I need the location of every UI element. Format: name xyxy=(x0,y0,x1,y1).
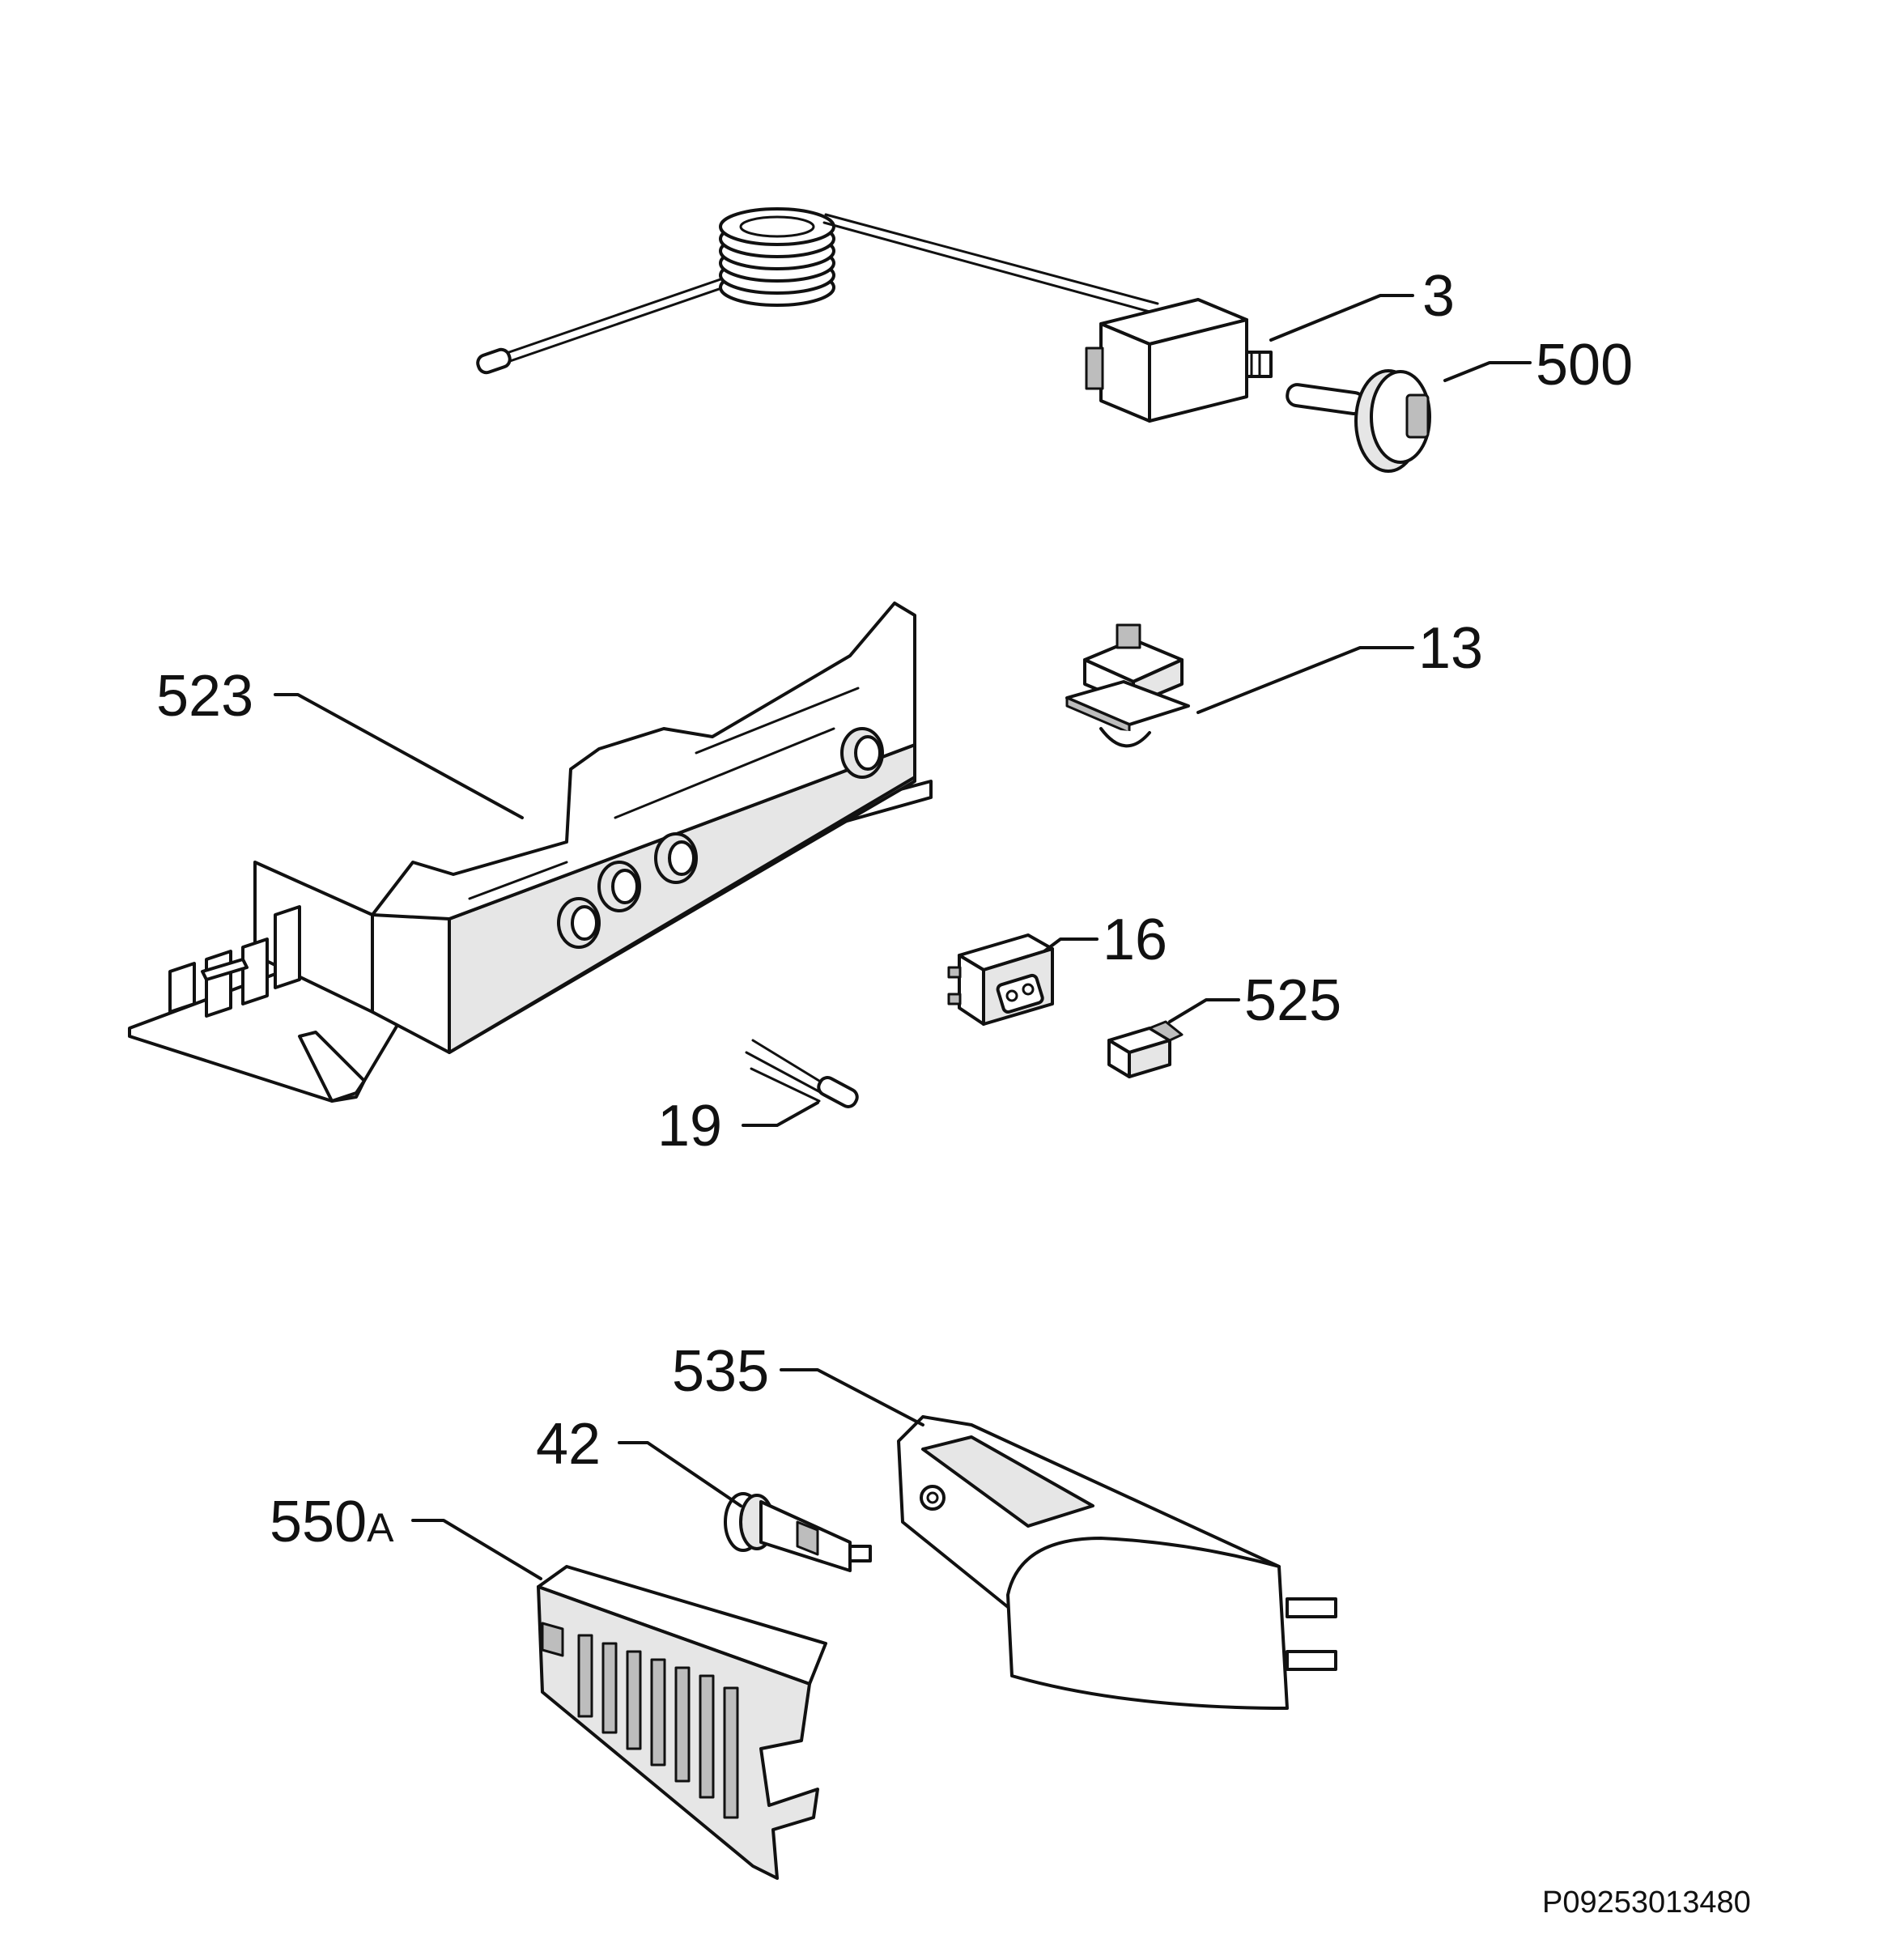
leader-19 xyxy=(742,1101,819,1127)
part-500-knob xyxy=(1286,369,1431,473)
part-16-switch xyxy=(947,933,1054,1026)
leader-42 xyxy=(618,1441,742,1507)
leader-550a xyxy=(411,1519,542,1580)
leader-3 xyxy=(1269,294,1414,342)
leader-535 xyxy=(780,1368,924,1426)
leader-523 xyxy=(274,693,524,819)
leader-lines xyxy=(274,294,1532,1580)
part-523-housing xyxy=(128,602,933,1103)
part-19-wire xyxy=(745,1039,859,1108)
part-13-switch xyxy=(1065,623,1190,748)
part-42-holder xyxy=(724,1492,872,1572)
callout-42: 42 xyxy=(536,1412,601,1477)
callout-535: 535 xyxy=(672,1339,769,1404)
part-525-cover xyxy=(1107,1020,1184,1078)
callout-525: 525 xyxy=(1244,968,1341,1033)
callout-3: 3 xyxy=(1422,264,1455,329)
callout-550a: 550A xyxy=(270,1490,394,1554)
leader-525 xyxy=(1168,998,1240,1023)
leader-16 xyxy=(1043,937,1099,953)
callout-550a-suffix: A xyxy=(367,1505,394,1550)
leader-500 xyxy=(1443,361,1532,382)
callout-550a-number: 550 xyxy=(270,1490,367,1554)
callout-16: 16 xyxy=(1103,908,1167,972)
callout-523: 523 xyxy=(156,664,253,729)
leader-13 xyxy=(1196,646,1414,714)
callout-13: 13 xyxy=(1418,616,1483,681)
callout-labels: 3 500 13 523 16 525 19 535 42 550A xyxy=(156,264,1633,1554)
callout-500: 500 xyxy=(1536,333,1633,398)
drawing-code: P09253013480 xyxy=(1542,1886,1751,1920)
part-535-lamp-housing xyxy=(897,1415,1337,1710)
part-550a-lamp-cover xyxy=(537,1565,827,1880)
part-3-thermostat xyxy=(476,207,1273,423)
callout-19: 19 xyxy=(657,1094,722,1159)
